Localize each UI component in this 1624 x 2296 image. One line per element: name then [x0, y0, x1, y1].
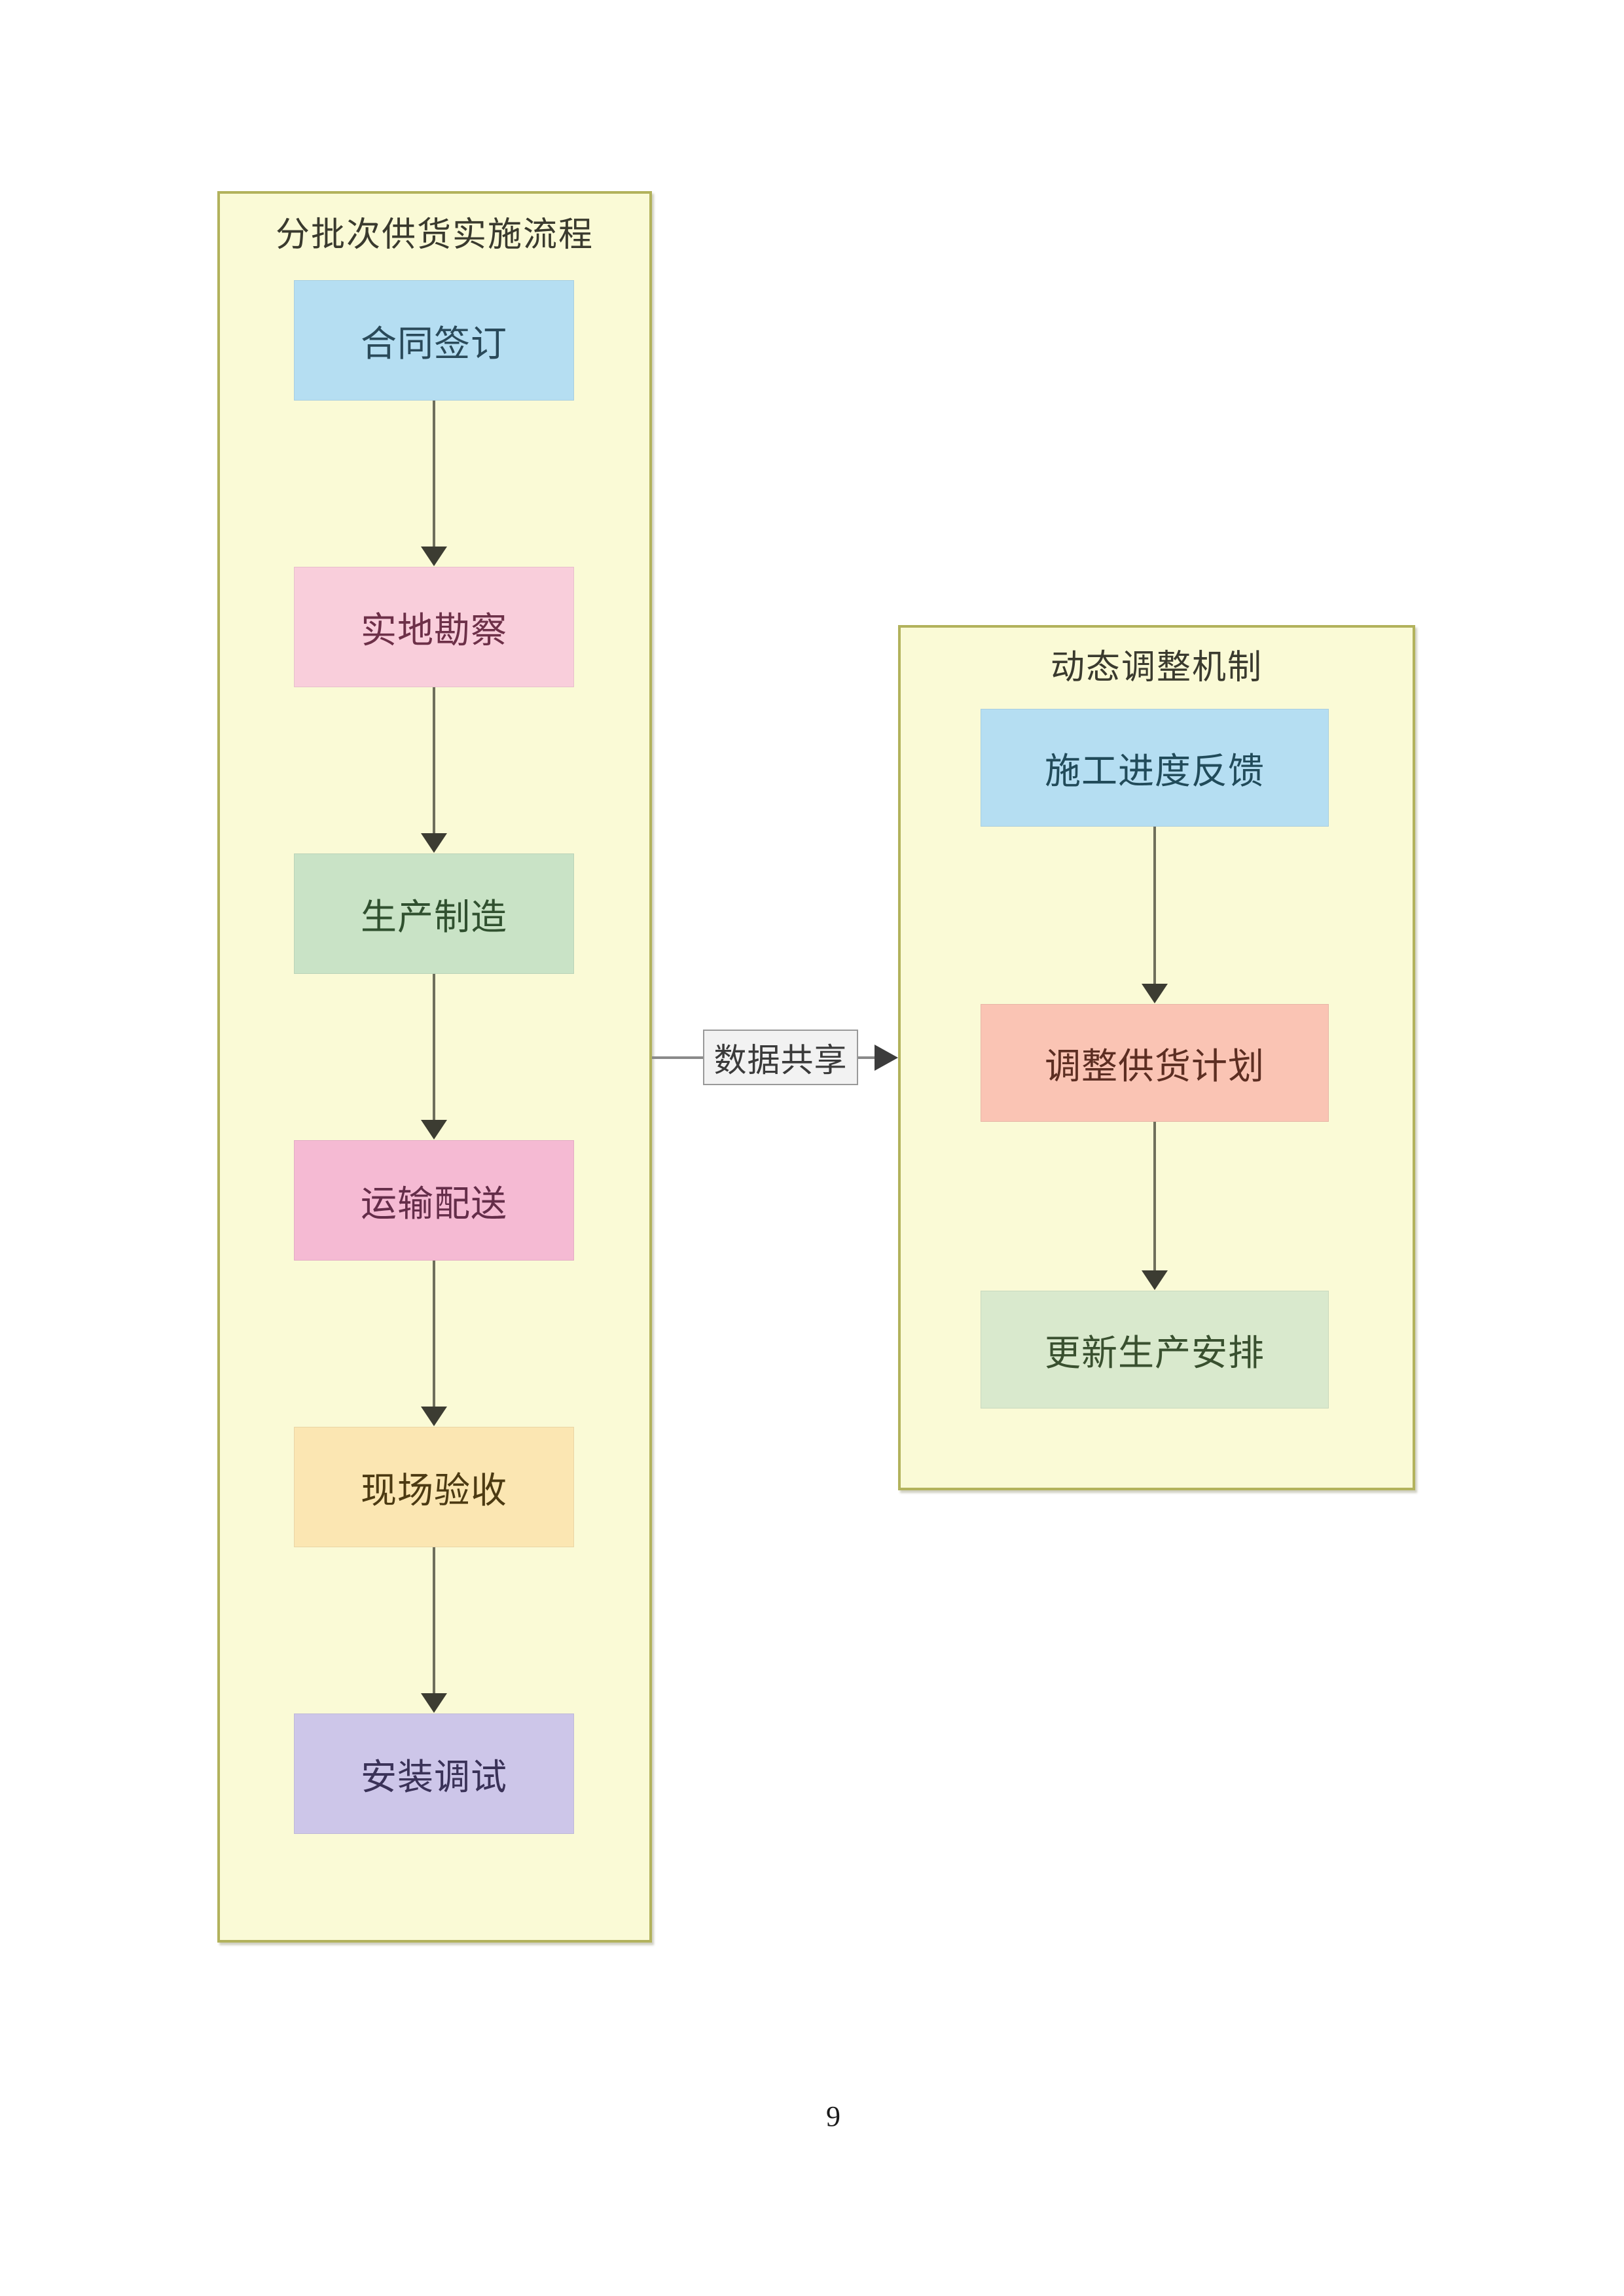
arrow-head: [1142, 1270, 1168, 1290]
flow-node-adjust-supply-plan: 调整供货计划: [981, 1004, 1329, 1122]
flow-node-label: 调整供货计划: [1044, 1046, 1265, 1086]
arrow-line: [433, 1261, 435, 1407]
flow-node-label: 安装调试: [360, 1757, 507, 1797]
flow-node-label: 运输配送: [360, 1183, 507, 1224]
flow-node-transport-delivery: 运输配送: [294, 1140, 574, 1261]
arrow-line: [433, 1547, 435, 1694]
arrow-line: [433, 974, 435, 1121]
flow-arrow-down-icon: [421, 974, 447, 1139]
arrow-line: [433, 687, 435, 834]
flow-node-contract-signing: 合同签订: [294, 280, 574, 401]
arrow-head: [421, 833, 447, 853]
arrow-head: [421, 1407, 447, 1426]
arrow-head: [421, 547, 447, 566]
flow-arrow-down-icon: [421, 401, 447, 566]
flow-node-label: 现场验收: [360, 1470, 507, 1511]
arrow-head: [1142, 984, 1168, 1003]
connector-label: 数据共享: [703, 1030, 858, 1085]
flow-node-label: 更新生产安排: [1044, 1333, 1265, 1373]
right-panel-title: 动态调整机制: [1050, 649, 1263, 687]
arrow-head: [421, 1120, 447, 1139]
flow-node-label: 实地勘察: [360, 610, 507, 651]
flow-node-label: 施工进度反馈: [1044, 751, 1265, 791]
arrow-head: [421, 1693, 447, 1713]
flow-arrow-down-icon: [421, 1547, 447, 1713]
arrow-line: [1153, 1122, 1156, 1271]
left-panel-title: 分批次供货实施流程: [275, 216, 594, 254]
flow-node-onsite-acceptance: 现场验收: [294, 1427, 574, 1547]
flow-node-label: 合同签订: [360, 323, 507, 364]
flow-node-label: 生产制造: [360, 897, 507, 937]
flow-arrow-down-icon: [421, 1261, 447, 1426]
page-number: 9: [826, 2100, 840, 2132]
connector-arrow-right-icon: [875, 1045, 898, 1071]
connector-label-text: 数据共享: [713, 1041, 848, 1079]
arrow-line: [1153, 827, 1156, 984]
flow-node-production: 生产制造: [294, 853, 574, 974]
flow-node-construction-progress-feedback: 施工进度反馈: [981, 709, 1329, 827]
flow-arrow-down-icon: [1142, 1122, 1168, 1290]
flow-arrow-down-icon: [1142, 827, 1168, 1003]
flow-node-installation-debugging: 安装调试: [294, 1713, 574, 1834]
flow-node-site-survey: 实地勘察: [294, 567, 574, 687]
flow-arrow-down-icon: [421, 687, 447, 853]
flow-node-update-production-schedule: 更新生产安排: [981, 1291, 1329, 1408]
arrow-line: [433, 401, 435, 547]
